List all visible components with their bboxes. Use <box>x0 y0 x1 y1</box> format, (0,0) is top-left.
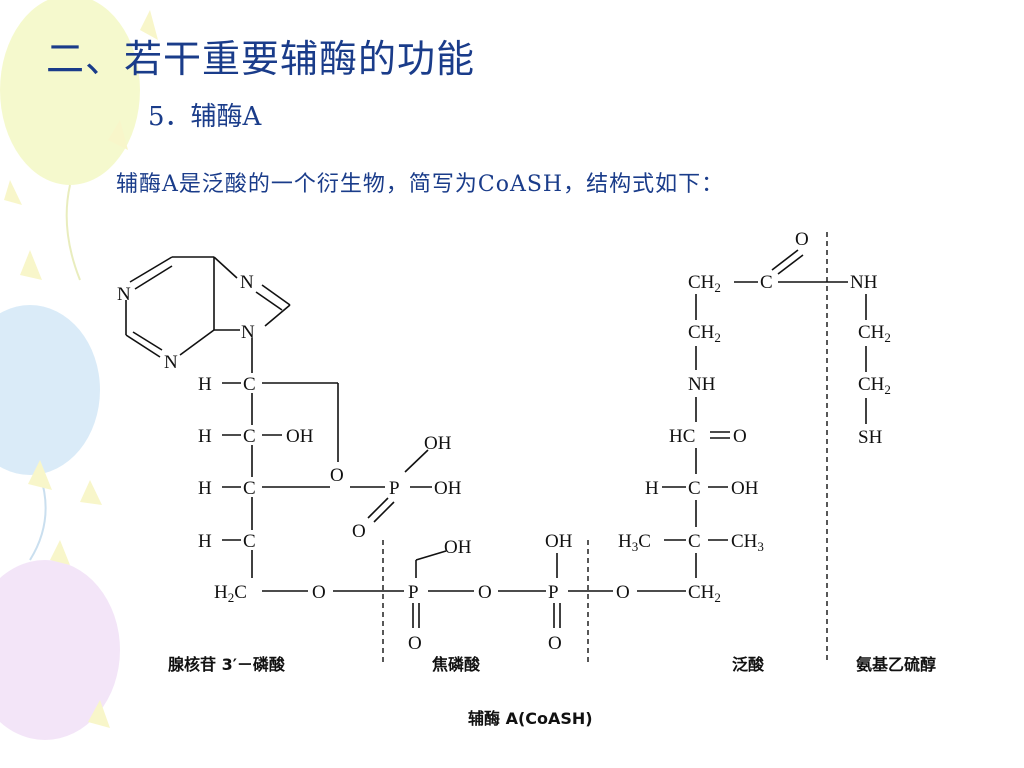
section-subtitle: 5．辅酶A <box>148 102 262 132</box>
svg-text:O: O <box>352 521 366 542</box>
svg-text:C: C <box>688 531 701 552</box>
figure-caption: 辅酶 A(CoASH) <box>468 709 593 728</box>
svg-text:H3C: H3C <box>618 531 651 554</box>
svg-text:H: H <box>198 426 212 447</box>
svg-text:N: N <box>241 322 255 343</box>
svg-text:CH2: CH2 <box>688 322 721 345</box>
svg-text:O: O <box>795 229 809 250</box>
svg-text:H: H <box>198 531 212 552</box>
svg-text:N: N <box>164 352 178 373</box>
svg-text:OH: OH <box>444 537 472 558</box>
svg-text:CH2: CH2 <box>858 374 891 397</box>
svg-text:OH: OH <box>731 478 759 499</box>
svg-text:H2C: H2C <box>214 582 247 605</box>
purple-balloon-icon <box>0 560 120 740</box>
svg-text:H: H <box>198 374 212 395</box>
svg-text:O: O <box>616 582 630 603</box>
svg-text:CH2: CH2 <box>688 272 721 295</box>
svg-text:OH: OH <box>434 478 462 499</box>
svg-text:O: O <box>312 582 326 603</box>
svg-text:P: P <box>389 478 400 499</box>
svg-text:CH2: CH2 <box>688 582 721 605</box>
svg-text:N: N <box>240 272 254 293</box>
svg-text:CH3: CH3 <box>731 531 764 554</box>
label-cysteamine: 氨基乙硫醇 <box>856 655 936 674</box>
svg-text:O: O <box>408 633 422 654</box>
svg-text:HC: HC <box>669 426 695 447</box>
svg-text:C: C <box>760 272 773 293</box>
svg-text:NH: NH <box>850 272 878 293</box>
svg-text:SH: SH <box>858 427 883 448</box>
svg-text:NH: NH <box>688 374 716 395</box>
svg-text:C: C <box>688 478 701 499</box>
svg-text:P: P <box>408 582 419 603</box>
svg-text:C: C <box>243 531 256 552</box>
slide-title: 二、若干重要辅酶的功能 <box>46 37 476 81</box>
svg-text:H: H <box>198 478 212 499</box>
svg-text:C: C <box>243 426 256 447</box>
svg-text:H: H <box>645 478 659 499</box>
svg-text:O: O <box>330 465 344 486</box>
svg-text:OH: OH <box>424 433 452 454</box>
svg-text:O: O <box>548 633 562 654</box>
label-pyrophosphate: 焦磷酸 <box>431 655 481 674</box>
blue-balloon-icon <box>0 305 100 475</box>
yellow-balloon-icon <box>0 0 140 185</box>
svg-text:CH2: CH2 <box>858 322 891 345</box>
label-adenosine-phosphate: 腺核苷 3′－磷酸 <box>168 655 286 674</box>
svg-text:P: P <box>548 582 559 603</box>
label-pantothenic-acid: 泛酸 <box>732 655 765 674</box>
svg-text:N: N <box>117 284 131 305</box>
svg-text:O: O <box>733 426 747 447</box>
svg-text:C: C <box>243 374 256 395</box>
svg-text:OH: OH <box>286 426 314 447</box>
description-text: 辅酶A是泛酸的一个衍生物，简写为CoASH，结构式如下： <box>116 172 725 197</box>
svg-text:C: C <box>243 478 256 499</box>
svg-text:OH: OH <box>545 531 573 552</box>
svg-text:O: O <box>478 582 492 603</box>
